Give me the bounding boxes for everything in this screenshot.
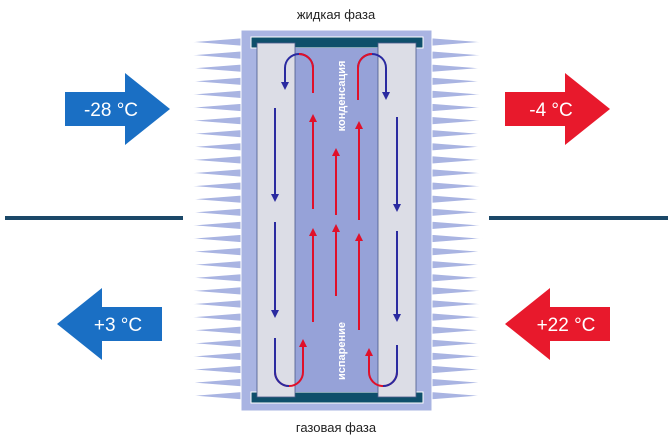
fin-right: [431, 234, 484, 243]
fin-right: [431, 194, 484, 204]
fin-right: [431, 378, 484, 388]
fin-left: [189, 391, 242, 401]
fin-left: [189, 194, 242, 204]
fin-left: [189, 338, 242, 348]
fin-right: [431, 391, 484, 401]
fin-right: [431, 220, 484, 230]
fin-right: [431, 338, 484, 348]
fin-right: [431, 116, 484, 126]
fin-right: [431, 299, 484, 309]
temp-bottom-left: +3 °C: [94, 315, 142, 336]
core-channel: [295, 48, 378, 392]
gas-phase-label: газовая фаза: [296, 420, 377, 435]
fin-right: [431, 89, 484, 99]
fin-right: [431, 50, 484, 60]
fin-left: [189, 37, 242, 47]
fin-left: [189, 351, 242, 361]
hot-flow-arrows: [309, 114, 363, 330]
fin-right: [431, 312, 484, 322]
fin-right: [431, 142, 484, 152]
liquid-phase-label: жидкая фаза: [297, 7, 376, 22]
fin-left: [189, 220, 242, 230]
fin-left: [189, 181, 242, 191]
fin-right: [431, 273, 484, 283]
fin-right: [431, 325, 484, 335]
flow-loop-top-left-hot: [298, 53, 314, 93]
fin-left: [189, 129, 242, 139]
temp-bottom-right: +22 °C: [537, 315, 596, 336]
fin-right: [431, 207, 484, 217]
wick-right: [377, 42, 417, 398]
fin-right: [431, 129, 484, 139]
fin-left: [189, 76, 242, 86]
fin-right: [431, 103, 484, 112]
condensation-label: конденсация: [336, 61, 348, 132]
fin-left: [189, 155, 242, 165]
fin-left: [189, 207, 242, 217]
fin-right: [431, 247, 484, 257]
cooling-fins: [189, 37, 484, 401]
fin-right: [431, 286, 484, 296]
fin-left: [189, 273, 242, 283]
arrow-top-right: -4 °C: [505, 73, 610, 145]
fin-left: [189, 378, 242, 388]
cold-flow-arrows: [271, 108, 401, 322]
fin-right: [431, 181, 484, 191]
fin-left: [189, 168, 242, 178]
arrow-bottom-right: +22 °C: [505, 288, 610, 360]
fin-right: [431, 155, 484, 165]
evaporation-label: испарение: [336, 322, 348, 380]
fin-right: [431, 260, 484, 270]
fin-left: [189, 50, 242, 60]
fin-left: [189, 325, 242, 335]
fin-right: [431, 37, 484, 47]
flow-loop-top-right-hot: [357, 53, 373, 100]
fin-left: [189, 116, 242, 126]
fin-left: [189, 286, 242, 296]
flow-loop-bottom-right-cold: [382, 345, 398, 387]
fin-right: [431, 351, 484, 361]
fin-left: [189, 299, 242, 309]
fin-left: [189, 365, 242, 374]
fin-right: [431, 365, 484, 374]
fin-left: [189, 260, 242, 270]
fin-left: [189, 142, 242, 152]
fin-left: [189, 247, 242, 257]
fin-right: [431, 76, 484, 86]
fin-left: [189, 234, 242, 243]
fin-left: [189, 312, 242, 322]
flow-loop-bottom-left-cold: [274, 338, 290, 387]
fin-right: [431, 63, 484, 73]
arrow-top-left: -28 °C: [65, 73, 170, 145]
temp-top-left: -28 °C: [84, 100, 138, 121]
fin-right: [431, 168, 484, 178]
arrow-bottom-left: +3 °C: [57, 288, 162, 360]
fin-left: [189, 89, 242, 99]
fin-left: [189, 103, 242, 112]
temp-top-right: -4 °C: [529, 100, 573, 121]
fin-left: [189, 63, 242, 73]
